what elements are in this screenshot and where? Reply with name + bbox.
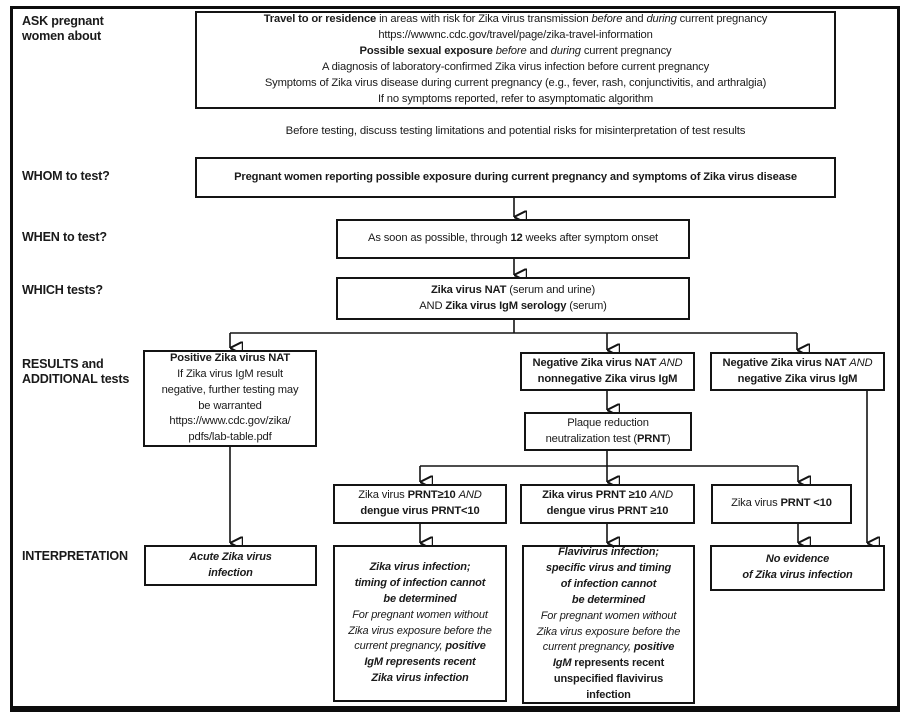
box-ask-exposure: Travel to or residence in areas with ris… [195, 11, 836, 109]
box-prnt-zika-neg: Zika virus PRNT <10 [711, 484, 852, 524]
row-label-interpretation: INTERPRETATION [22, 549, 128, 563]
box-which-tests: Zika virus NAT (serum and urine)AND Zika… [336, 277, 690, 320]
box-interp-zika-timing-undetermined: Zika virus infection;timing of infection… [333, 545, 507, 702]
note-before-testing: Before testing, discuss testing limitati… [285, 125, 746, 137]
box-interp-flavivirus-undetermined: Flavivirus infection;specific virus and … [522, 545, 695, 704]
row-label-which: WHICH tests? [22, 283, 103, 297]
box-when-to-test: As soon as possible, through 12 weeks af… [336, 219, 690, 259]
box-whom-to-test: Pregnant women reporting possible exposu… [195, 157, 836, 198]
flowchart-outer-frame [10, 6, 900, 712]
row-label-whom: WHOM to test? [22, 169, 110, 183]
row-label-when: WHEN to test? [22, 230, 107, 244]
